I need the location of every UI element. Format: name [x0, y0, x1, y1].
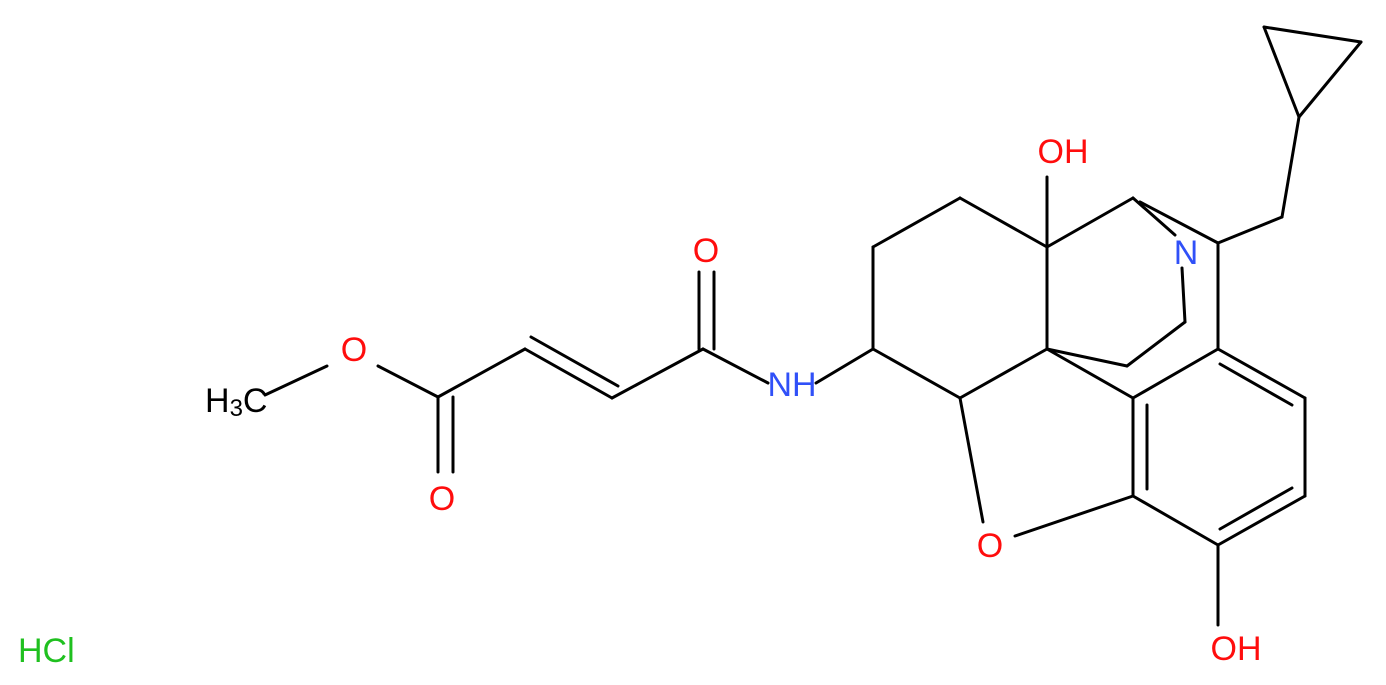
bond	[1138, 200, 1220, 245]
bond	[958, 347, 1049, 400]
bond	[1218, 362, 1294, 407]
bond	[1280, 115, 1301, 219]
bond	[701, 347, 770, 385]
bond	[610, 347, 705, 400]
bond	[1045, 347, 1129, 368]
bond	[1297, 40, 1363, 119]
bond	[263, 364, 329, 397]
amide-nh-label: NH	[767, 366, 816, 404]
bond	[1013, 494, 1135, 538]
furan-oxygen-label: O	[977, 527, 1003, 565]
hcl-salt-label: HCl	[18, 632, 75, 670]
methyl-label: H3C	[205, 382, 267, 422]
methoxy-oxygen-label: O	[341, 331, 367, 369]
bond	[958, 196, 1049, 249]
bond	[1216, 347, 1307, 400]
bond	[1131, 196, 1177, 237]
bond	[523, 347, 614, 400]
ketone-oxygen-label: O	[693, 232, 719, 270]
bond	[529, 335, 620, 388]
bond	[871, 347, 962, 400]
bond	[814, 347, 875, 385]
bond	[1216, 494, 1307, 547]
bond	[1262, 25, 1301, 119]
bond	[1180, 266, 1187, 324]
bond	[376, 364, 440, 399]
bond	[436, 347, 527, 399]
bond	[1131, 347, 1220, 400]
atom-labels: O NH O O H3C OH N O OH HCl	[18, 133, 1262, 670]
bond	[1131, 494, 1220, 547]
bond	[1045, 347, 1135, 400]
bond	[1218, 486, 1294, 531]
bond	[1262, 25, 1363, 44]
ring-nitrogen-label: N	[1174, 234, 1199, 272]
bond	[871, 196, 962, 249]
bond	[1045, 196, 1135, 249]
bonds	[263, 25, 1363, 627]
bond	[1216, 215, 1284, 245]
phenol-hydroxyl-label: OH	[1211, 630, 1262, 668]
bond	[1125, 320, 1187, 368]
ester-carbonyl-oxygen-label: O	[429, 480, 455, 518]
tertiary-hydroxyl-label: OH	[1038, 133, 1089, 171]
bond	[958, 396, 985, 524]
